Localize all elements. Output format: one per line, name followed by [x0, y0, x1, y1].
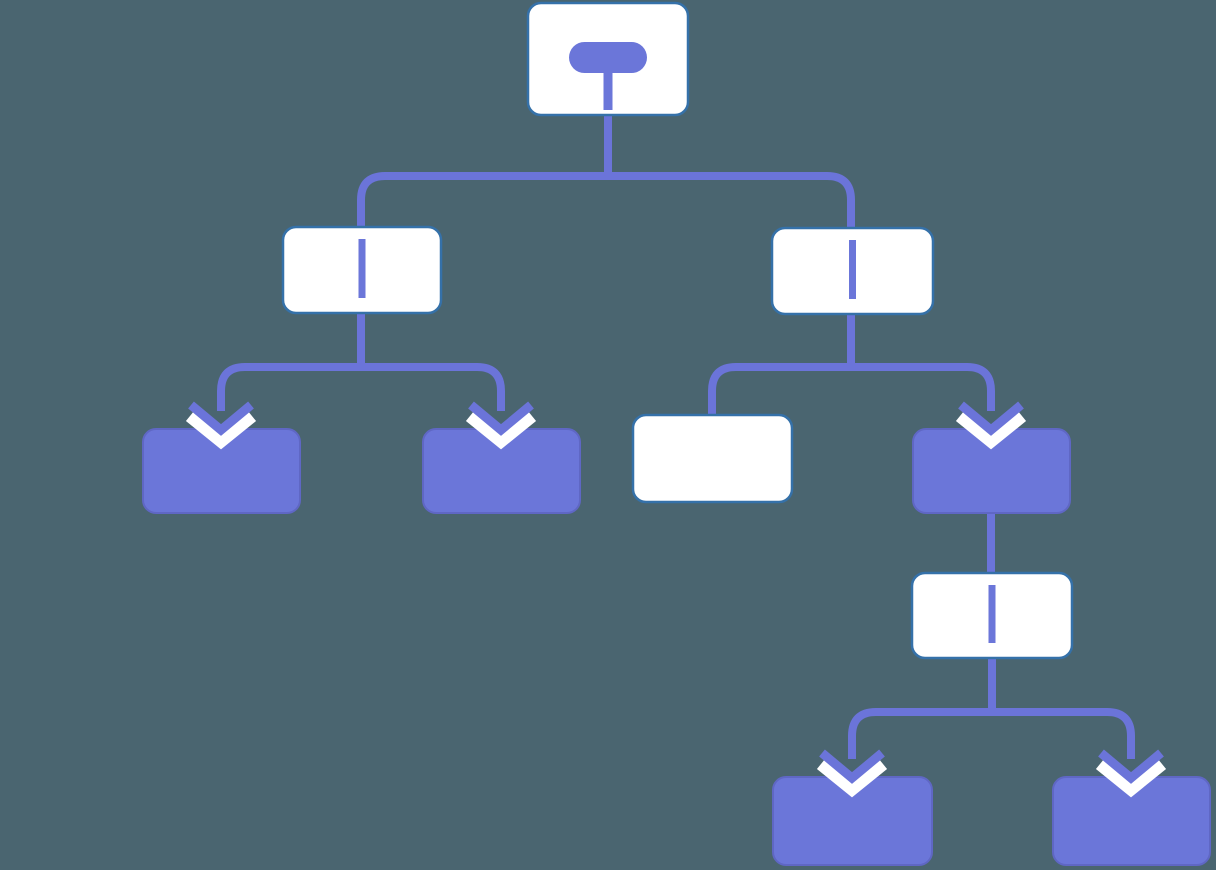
arrow-head — [958, 401, 1024, 436]
arrow-head — [468, 401, 534, 436]
nodes-layer — [142, 1, 1211, 866]
split-divider-line — [849, 240, 856, 299]
empty-node-body[interactable] — [631, 413, 794, 504]
connector-left-branch — [217, 363, 505, 411]
chevron-highlight — [465, 410, 537, 450]
chevron-down-arrow-icon — [1095, 749, 1167, 798]
arrow-head — [819, 749, 885, 784]
chevron-highlight — [1095, 758, 1167, 798]
connector-level1-branch — [357, 172, 855, 230]
branch-node-bottom[interactable] — [910, 571, 1074, 660]
chevron-down-arrow-icon — [185, 401, 257, 450]
connector-right-branch — [708, 363, 995, 417]
connector-bottom-branch — [848, 708, 1135, 759]
root-pill-icon — [569, 42, 647, 73]
chevron-down-arrow-icon — [955, 401, 1027, 450]
arrow-head — [1098, 749, 1164, 784]
chevron-down-arrow-icon — [816, 749, 888, 798]
chevron-highlight — [955, 410, 1027, 450]
connectors-layer — [217, 110, 1135, 759]
root-node[interactable] — [526, 1, 690, 117]
split-divider-line — [988, 585, 996, 643]
arrow-head — [188, 401, 254, 436]
branch-node-left[interactable] — [281, 225, 443, 315]
split-divider-line — [358, 239, 366, 298]
empty-node[interactable] — [631, 413, 794, 504]
branch-node-right[interactable] — [770, 226, 935, 316]
chevron-highlight — [185, 410, 257, 450]
root-pill-stem — [603, 70, 613, 110]
arrows-layer — [185, 401, 1167, 798]
chevron-down-arrow-icon — [465, 401, 537, 450]
chevron-highlight — [816, 758, 888, 798]
